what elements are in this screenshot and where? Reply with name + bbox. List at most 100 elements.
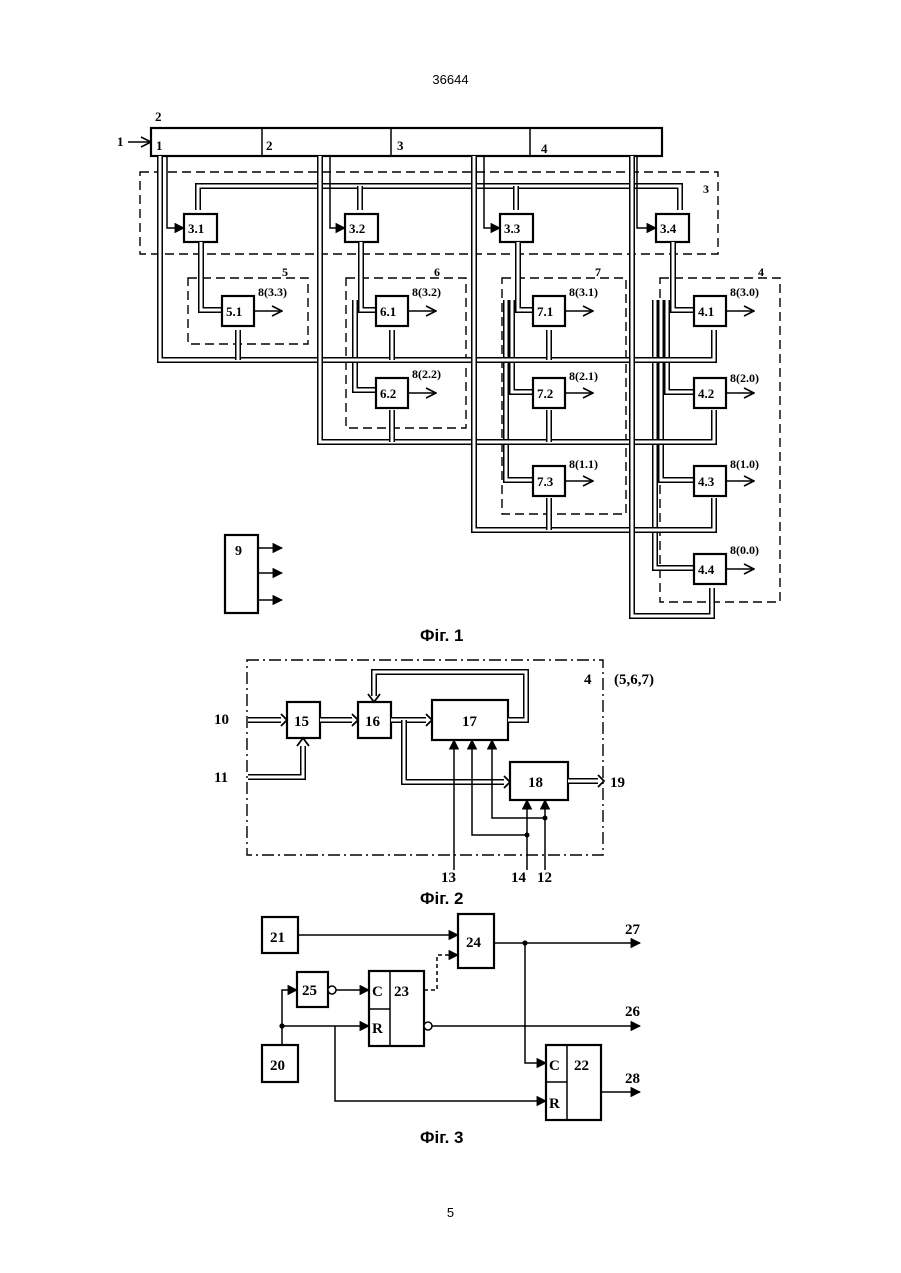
bus-line	[201, 242, 222, 310]
bus-line	[667, 300, 694, 392]
clock-label: 9	[235, 544, 242, 559]
register-field: 2	[266, 138, 273, 153]
block-label: 17	[462, 714, 478, 730]
output-label: 8(2.0)	[730, 371, 759, 385]
bus-line	[512, 300, 533, 392]
bus-line	[673, 242, 694, 310]
group-label: 7	[595, 265, 601, 279]
block-label: 16	[365, 714, 381, 730]
bus-line	[361, 242, 376, 310]
block-label: 6.1	[380, 304, 396, 319]
output-label: 8(3.0)	[730, 285, 759, 299]
input-label: 10	[214, 712, 229, 728]
wire	[282, 990, 297, 1045]
register-field: 4	[541, 141, 548, 156]
block-label: 6.2	[380, 386, 396, 401]
decoder-label: 3.1	[188, 221, 204, 236]
pin-label: R	[549, 1096, 560, 1112]
junction-dot	[279, 1023, 284, 1028]
junction-dot	[543, 816, 548, 821]
block-label: 18	[528, 775, 543, 791]
bus-line	[673, 242, 694, 310]
output-label: 8(2.1)	[569, 369, 598, 383]
bus-line	[198, 186, 680, 210]
input-label: 14	[511, 870, 527, 886]
output-label: 8(3.2)	[412, 285, 441, 299]
group-label: 4	[758, 265, 764, 279]
decoder-label: 3.4	[660, 221, 677, 236]
register-label: 2	[155, 109, 162, 124]
output-label: 8(3.1)	[569, 285, 598, 299]
input-label: 11	[214, 770, 228, 786]
input-label: 1	[117, 134, 124, 149]
wire	[484, 156, 500, 228]
register-field: 3	[397, 138, 404, 153]
group-label: 5	[282, 265, 288, 279]
group-label: 3	[703, 182, 709, 196]
bus-line	[667, 300, 694, 392]
block-label: 24	[466, 935, 482, 951]
block-label: 4.4	[698, 562, 715, 577]
block-label: 22	[574, 1058, 589, 1074]
bus-line	[355, 300, 376, 390]
bus-line	[248, 746, 303, 777]
output-label: 19	[610, 775, 625, 791]
wire	[525, 943, 546, 1063]
wire	[330, 156, 345, 228]
output-label: 8(0.0)	[730, 543, 759, 557]
output-label: 26	[625, 1004, 641, 1020]
bus-line	[201, 242, 222, 310]
decoder-label: 3.2	[349, 221, 365, 236]
wire	[424, 955, 458, 990]
block-label: 4.2	[698, 386, 714, 401]
output-label: 8(1.0)	[730, 457, 759, 471]
group-alt-label: (5,6,7)	[614, 672, 654, 688]
wire	[167, 156, 184, 228]
input-label: 12	[537, 870, 552, 886]
pin-label: R	[372, 1021, 383, 1037]
block-label: 7.3	[537, 474, 554, 489]
figure-3: 21 24 25 C R 23 20 C R 22 27 26	[262, 914, 641, 1147]
group-label: 6	[434, 265, 440, 279]
control-line	[472, 740, 527, 870]
wire	[637, 156, 656, 228]
bus-line	[512, 300, 533, 392]
bus-line	[198, 186, 680, 210]
pin-label: C	[372, 984, 383, 1000]
group-label: 4	[584, 672, 592, 688]
bus-line	[518, 242, 533, 310]
block-label: 21	[270, 930, 285, 946]
output-label: 8(1.1)	[569, 457, 598, 471]
block-label: 15	[294, 714, 309, 730]
block-label: 20	[270, 1058, 285, 1074]
bus-line	[355, 300, 376, 390]
block-label: 5.1	[226, 304, 242, 319]
figure-1-caption: Фіг. 1	[420, 626, 464, 645]
output-label: 8(2.2)	[412, 367, 441, 381]
control-line	[492, 740, 545, 870]
figure-1: 1 2 1 2 3 4 3 3.1 3.2 3.3 3.4	[117, 109, 780, 645]
figure-3-caption: Фіг. 3	[420, 1128, 464, 1147]
block-label: 4.3	[698, 474, 715, 489]
block-label: 7.2	[537, 386, 553, 401]
output-label: 28	[625, 1071, 640, 1087]
input-label: 13	[441, 870, 456, 886]
block-label: 25	[302, 983, 317, 999]
inversion-bubble	[328, 986, 336, 994]
block-label: 23	[394, 984, 409, 1000]
register-field: 1	[156, 138, 163, 153]
junction-dot	[522, 940, 527, 945]
arrowhead	[297, 738, 309, 746]
pin-label: C	[549, 1058, 560, 1074]
wire	[335, 1026, 546, 1101]
bus-line	[248, 746, 303, 777]
output-label: 8(3.3)	[258, 285, 287, 299]
block-label: 4.1	[698, 304, 714, 319]
figure-2: 4 (5,6,7) 10 11 15 16 17 18 19	[214, 660, 654, 908]
decoder-label: 3.3	[504, 221, 521, 236]
output-label: 27	[625, 922, 641, 938]
inversion-bubble	[424, 1022, 432, 1030]
figure-2-caption: Фіг. 2	[420, 889, 464, 908]
register-box	[151, 128, 662, 156]
